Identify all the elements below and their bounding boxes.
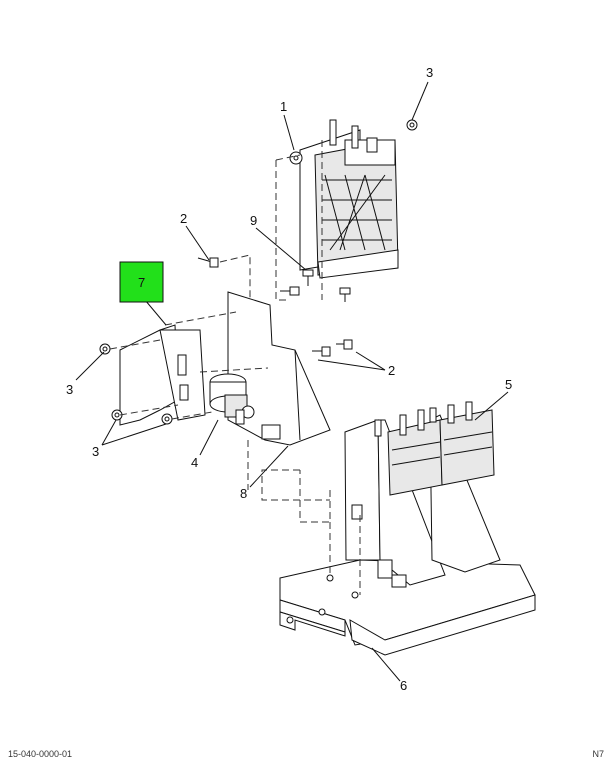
callout-2-left[interactable]: 2 [180, 211, 187, 226]
base-part-6 [279, 559, 536, 656]
bolt-part-2-right [339, 287, 351, 302]
alignment-lines [109, 140, 361, 595]
canister-part-1 [289, 119, 399, 279]
callout-2-right[interactable]: 2 [388, 363, 395, 378]
callout-9[interactable]: 9 [250, 213, 257, 228]
canister-pair-part-5 [374, 401, 495, 496]
highlight-box-part-7[interactable] [119, 261, 164, 303]
bolt-part-2-mid [280, 286, 300, 296]
bolt-part-2-lower [312, 339, 353, 357]
bolt-part-9 [302, 269, 314, 286]
callout-7[interactable]: 7 [138, 275, 145, 290]
page-code: N7 [592, 749, 604, 759]
bracket-part-8 [227, 291, 331, 446]
callout-3-left[interactable]: 3 [66, 382, 73, 397]
nut-part-3-left [99, 343, 111, 355]
bolt-part-2-left [197, 257, 219, 268]
drawing-number: 15-040-0000-01 [8, 749, 73, 759]
washer-part-3-top [406, 119, 418, 131]
callout-8[interactable]: 8 [240, 486, 247, 501]
valve-part-4 [209, 373, 255, 425]
callout-1[interactable]: 1 [280, 99, 287, 114]
callout-4[interactable]: 4 [191, 455, 198, 470]
callout-3-lower[interactable]: 3 [92, 444, 99, 459]
callout-6[interactable]: 6 [400, 678, 407, 693]
callout-5[interactable]: 5 [505, 377, 512, 392]
bracket-part-7 [119, 324, 206, 426]
nut-part-3-lower [111, 409, 173, 425]
callout-3-top[interactable]: 3 [426, 65, 433, 80]
